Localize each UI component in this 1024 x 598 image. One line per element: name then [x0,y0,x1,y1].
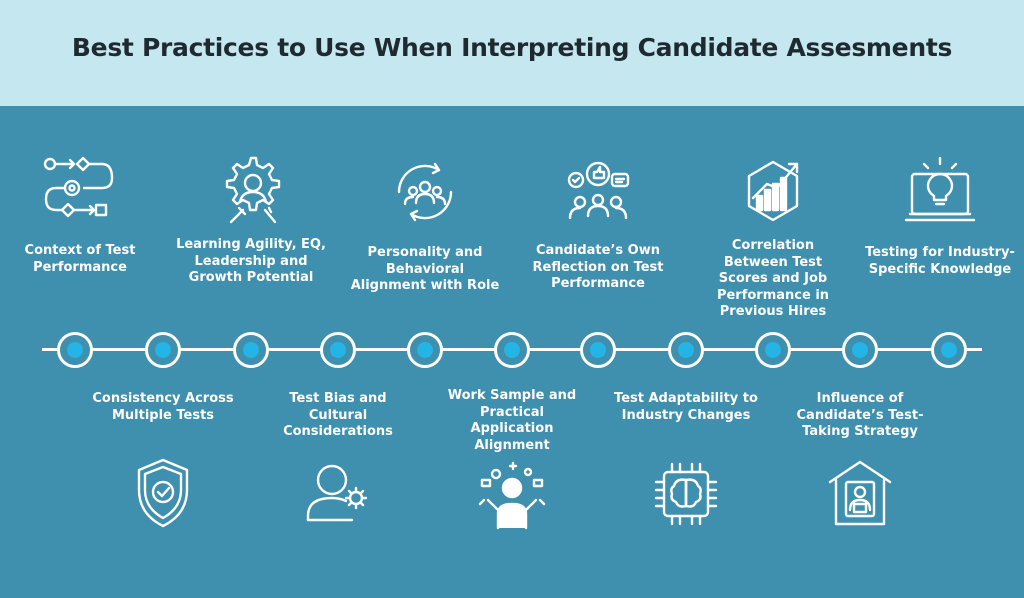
label-industry-knowledge: Testing for Industry-Specific Knowledge [865,245,1015,277]
label-work-sample: Work Sample and Practical Application Al… [447,388,577,453]
label-correlation-scores: Correlation Between Test Scores and Job … [716,238,830,319]
shield-check-icon [121,452,205,536]
timeline-node-3 [233,332,269,368]
timeline-node-6 [494,332,530,368]
timeline-node-5 [407,332,443,368]
page-title: Best Practices to Use When Interpreting … [71,33,953,62]
brain-chip-icon [644,452,728,536]
timeline-node-2 [145,332,181,368]
user-gear-icon [296,452,380,536]
timeline-node-4 [320,332,356,368]
multitask-person-icon [470,452,554,536]
head-gear-icon [209,150,293,234]
label-context-of-test-performance: Context of Test Performance [24,243,136,275]
label-test-bias: Test Bias and Cultural Considerations [283,391,393,439]
timeline-node-11 [931,332,967,368]
home-worker-icon [818,452,902,536]
laptop-idea-icon [898,150,982,234]
header-band: Best Practices to Use When Interpreting … [0,0,1024,106]
timeline-node-1 [57,332,93,368]
label-personality-alignment: Personality and Behavioral Alignment wit… [350,245,500,293]
timeline-node-10 [842,332,878,368]
workflow-icon [38,150,122,234]
label-consistency-tests: Consistency Across Multiple Tests [92,391,234,423]
growth-chart-icon [731,150,815,234]
timeline-node-9 [755,332,791,368]
timeline-node-8 [668,332,704,368]
feedback-group-icon [556,150,640,234]
label-test-adaptability: Test Adaptability to Industry Changes [614,391,758,423]
team-cycle-icon [383,150,467,234]
timeline-node-7 [580,332,616,368]
label-test-taking-strategy: Influence of Candidate’s Test-Taking Str… [796,391,924,439]
label-learning-agility: Learning Agility, EQ, Leadership and Gro… [176,237,326,285]
label-candidate-reflection: Candidate’s Own Reflection on Test Perfo… [532,243,664,291]
